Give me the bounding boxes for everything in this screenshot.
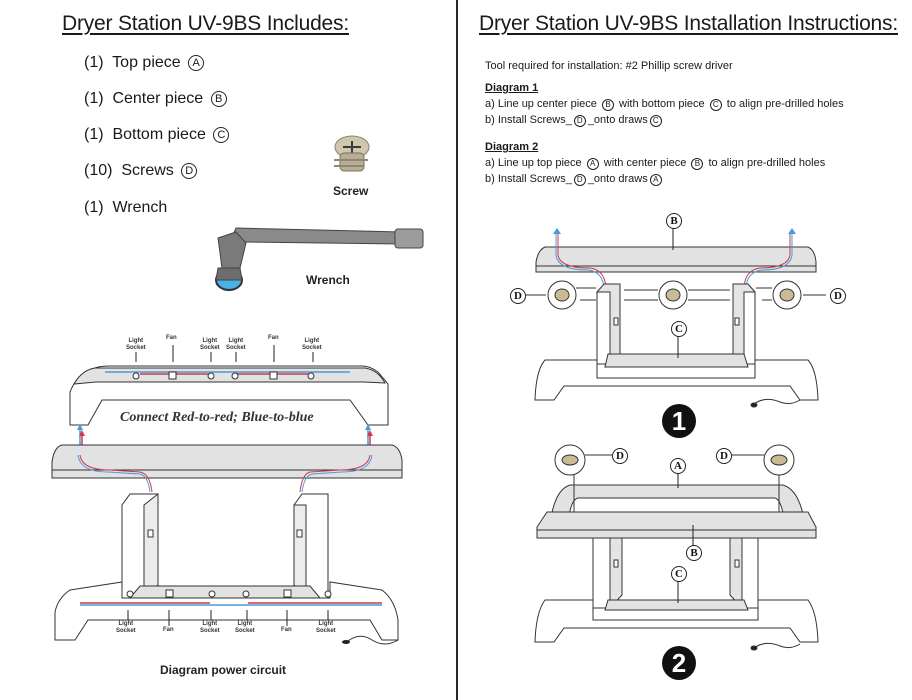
item-mark: D bbox=[181, 163, 198, 179]
circuit-caption: Diagram power circuit bbox=[160, 663, 287, 677]
power-cord bbox=[347, 635, 399, 645]
item-qty: (10) bbox=[84, 162, 113, 179]
item-mark: C bbox=[213, 127, 230, 143]
includes-title: Dryer Station UV-9BS Includes: bbox=[62, 12, 349, 35]
mark-a: A bbox=[586, 158, 599, 170]
instructions-title: Dryer Station UV-9BS Installation Instru… bbox=[479, 12, 898, 35]
connect-note: Connect Red-to-red; Blue-to-blue bbox=[120, 410, 314, 425]
diagram-1-heading: Diagram 1 bbox=[485, 82, 539, 94]
fan-icon bbox=[168, 371, 177, 380]
item-qty: (1) bbox=[84, 126, 104, 143]
item-qty: (1) bbox=[84, 199, 104, 216]
diagram-2-step-a: a) Line up top piece A with center piece… bbox=[485, 157, 826, 170]
panel-divider bbox=[456, 0, 458, 700]
tool-note: Tool required for installation: #2 Phill… bbox=[485, 60, 733, 72]
center-piece-b bbox=[536, 511, 817, 539]
parts-list-item: (1) Bottom piece C bbox=[84, 126, 230, 144]
item-qty: (1) bbox=[84, 54, 104, 71]
mark-d: D bbox=[573, 115, 586, 127]
step-number-1: 1 bbox=[662, 404, 696, 438]
step-number-2: 2 bbox=[662, 646, 696, 680]
center-piece-drawing bbox=[51, 444, 403, 493]
item-name: Center piece bbox=[112, 90, 204, 107]
label-d: D bbox=[716, 448, 732, 464]
item-qty: (1) bbox=[84, 90, 104, 107]
label-d: D bbox=[830, 288, 846, 304]
light-socket-icon bbox=[307, 372, 315, 380]
fan-icon bbox=[269, 371, 278, 380]
item-mark: A bbox=[188, 55, 205, 71]
light-socket-icon bbox=[231, 372, 239, 380]
mark-a: A bbox=[649, 174, 662, 186]
label-d: D bbox=[510, 288, 526, 304]
parts-list-item: (1) Center piece B bbox=[84, 90, 227, 108]
parts-list-item: (1) Top piece A bbox=[84, 54, 205, 72]
mark-b: B bbox=[691, 158, 704, 170]
item-name: Screws bbox=[121, 162, 174, 179]
label-d: D bbox=[612, 448, 628, 464]
mark-c: C bbox=[649, 115, 662, 127]
mark-d: D bbox=[573, 174, 586, 186]
light-socket-icon bbox=[132, 372, 140, 380]
bottom-piece-drawing bbox=[54, 581, 399, 645]
support-legs-drawing bbox=[121, 492, 329, 600]
label-b: B bbox=[686, 545, 702, 561]
item-name: Bottom piece bbox=[112, 126, 206, 143]
light-socket-icon bbox=[207, 372, 215, 380]
label-c: C bbox=[671, 321, 687, 337]
parts-list-item: (10) Screws D bbox=[84, 162, 198, 180]
label-a: A bbox=[670, 458, 686, 474]
mark-b: B bbox=[601, 99, 614, 111]
wrench-caption: Wrench bbox=[306, 273, 350, 287]
parts-list-item: (1) Wrench bbox=[84, 199, 167, 217]
circuit-bottom-label: Fan bbox=[163, 627, 174, 633]
diagram-2-heading: Diagram 2 bbox=[485, 141, 539, 153]
label-b: B bbox=[666, 213, 682, 229]
diagram-1-step-a: a) Line up center piece B with bottom pi… bbox=[485, 98, 844, 111]
circuit-top-label: Fan bbox=[166, 335, 177, 341]
mark-c: C bbox=[709, 99, 722, 111]
label-c: C bbox=[671, 566, 687, 582]
item-name: Top piece bbox=[112, 54, 181, 71]
circuit-top-label: Fan bbox=[268, 335, 279, 341]
item-mark: B bbox=[210, 91, 227, 107]
circuit-bottom-label: Fan bbox=[281, 627, 292, 633]
screw-caption: Screw bbox=[333, 184, 369, 198]
item-name: Wrench bbox=[112, 199, 168, 216]
